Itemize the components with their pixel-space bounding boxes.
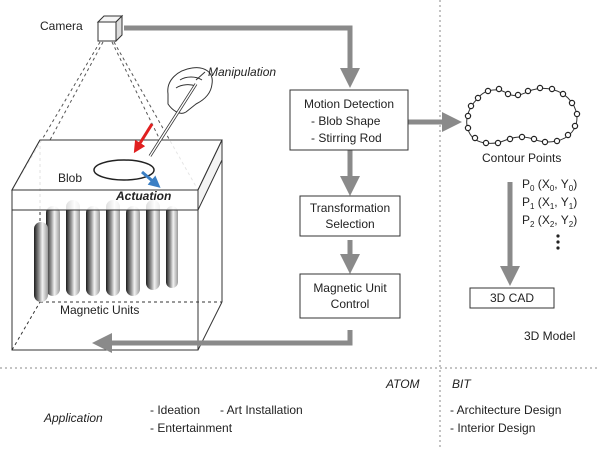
motion-detection-title: Motion Detection bbox=[304, 97, 394, 111]
blob-label: Blob bbox=[58, 171, 82, 185]
actuation-label: Actuation bbox=[115, 189, 171, 203]
control-to-magnetic-units-arrow bbox=[92, 330, 353, 353]
transformation-selection-box: Transformation Selection bbox=[299, 195, 401, 237]
flow-connectors bbox=[92, 25, 520, 353]
magnetic-unit-cylinders bbox=[34, 200, 178, 302]
application-interior-design: - Interior Design bbox=[450, 421, 535, 435]
contour-shape bbox=[466, 87, 578, 144]
cad-label: 3D CAD bbox=[490, 291, 534, 305]
application-ideation: - Ideation bbox=[150, 403, 200, 417]
blob-plate bbox=[11, 139, 223, 211]
camera-icon bbox=[96, 14, 124, 43]
3d-model-label: 3D Model bbox=[524, 329, 575, 343]
hand-icon bbox=[167, 67, 213, 114]
control-line2: Control bbox=[331, 297, 370, 311]
camera-to-motion-arrow bbox=[124, 25, 360, 88]
transformation-line1: Transformation bbox=[310, 201, 390, 215]
contour-point-markers bbox=[464, 84, 581, 147]
application-art-installation: - Art Installation bbox=[220, 403, 303, 417]
manipulation-label: Manipulation bbox=[208, 65, 276, 79]
application-architecture-design: - Architecture Design bbox=[450, 403, 561, 417]
actuation-arrow bbox=[141, 170, 161, 188]
contour-point-2: P2 (X2, Y2) bbox=[522, 213, 577, 229]
contour-point-1: P1 (X1, Y1) bbox=[522, 195, 577, 211]
atom-section-label: ATOM bbox=[385, 377, 420, 391]
application-entertainment: - Entertainment bbox=[150, 421, 233, 435]
contour-point-list: P0 (X0, Y0) P1 (X1, Y1) P2 (X2, Y2) bbox=[522, 177, 577, 229]
cad-box: 3D CAD bbox=[469, 287, 555, 309]
motion-detection-item-blob: - Blob Shape bbox=[311, 114, 381, 128]
blob-shape bbox=[93, 159, 155, 181]
motion-detection-item-rod: - Stirring Rod bbox=[311, 131, 382, 145]
magnetic-unit-control-box: Magnetic Unit Control bbox=[299, 273, 401, 319]
stirring-rod-inner bbox=[149, 83, 197, 157]
transformation-line2: Selection bbox=[325, 217, 374, 231]
application-label: Application bbox=[43, 411, 103, 425]
motion-detection-box: Motion Detection - Blob Shape - Stirring… bbox=[289, 89, 409, 151]
contour-list-ellipsis bbox=[556, 234, 560, 250]
camera-field-of-view bbox=[11, 41, 199, 191]
camera-label: Camera bbox=[40, 19, 83, 33]
manipulation-force-arrow bbox=[133, 123, 154, 154]
bit-section-label: BIT bbox=[452, 377, 472, 391]
magnetic-units-label: Magnetic Units bbox=[60, 303, 139, 317]
manipulation-leader-line bbox=[195, 71, 206, 81]
contour-point-0: P0 (X0, Y0) bbox=[522, 177, 577, 193]
control-line1: Magnetic Unit bbox=[313, 281, 387, 295]
contour-points-label: Contour Points bbox=[482, 151, 561, 165]
